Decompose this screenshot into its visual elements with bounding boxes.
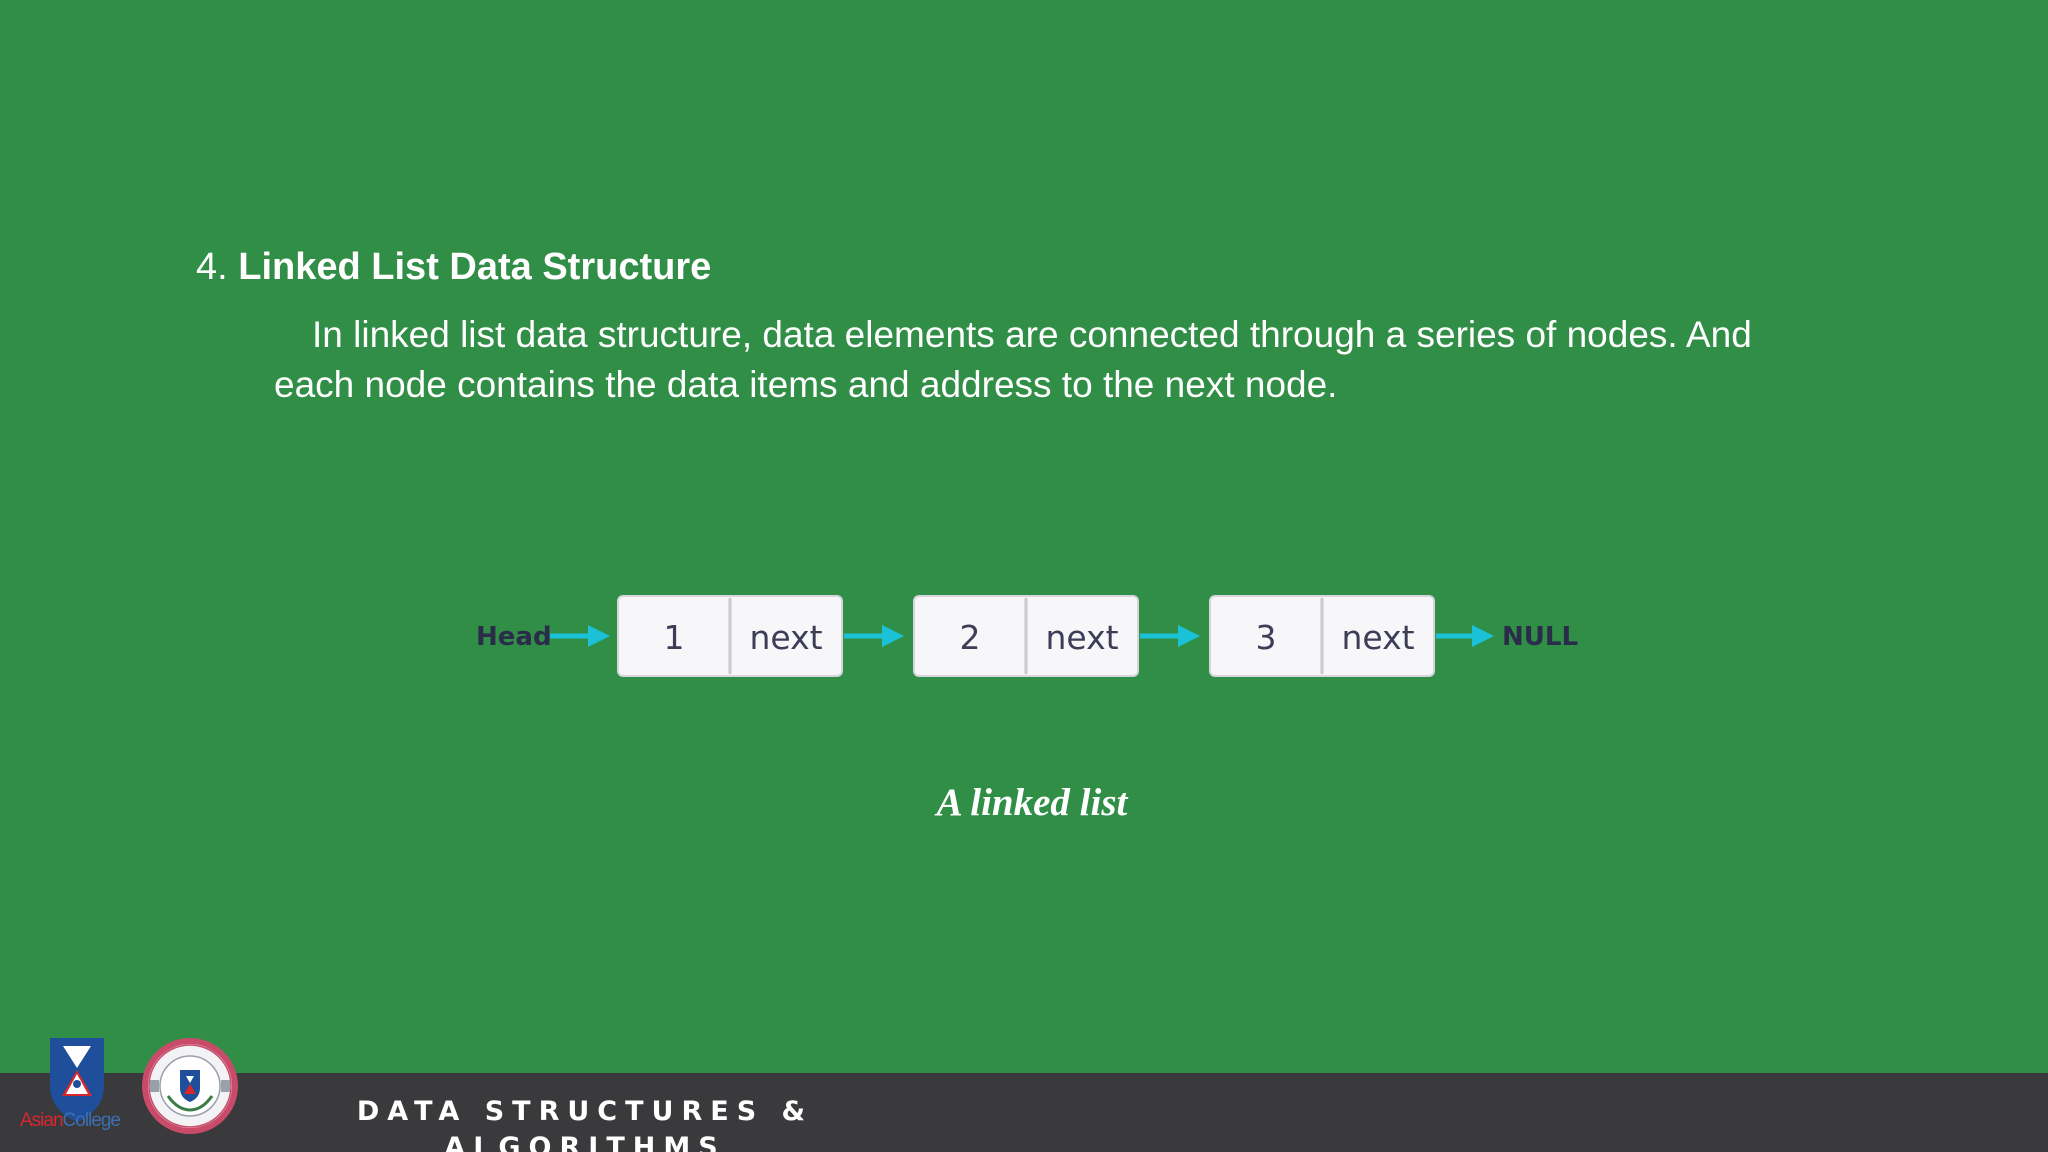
head-label: Head xyxy=(476,622,552,652)
null-arrow xyxy=(1436,625,1494,647)
node-data: 1 xyxy=(664,618,685,657)
node-next: next xyxy=(1045,618,1118,657)
heading-title: Linked List Data Structure xyxy=(238,246,712,288)
null-label: NULL xyxy=(1502,622,1578,652)
node-next: next xyxy=(749,618,822,657)
footer-bar xyxy=(0,1073,2048,1152)
wordmark-part1: Asian xyxy=(20,1110,64,1131)
list-node: 2 next xyxy=(913,595,1139,677)
node-arrow xyxy=(844,625,904,647)
node-data: 2 xyxy=(960,618,981,657)
list-node: 3 next xyxy=(1209,595,1435,677)
asian-college-wordmark: AsianCollege xyxy=(20,1110,121,1132)
slide-heading: 4. Linked List Data Structure xyxy=(196,243,711,291)
slide-description: In linked list data structure, data elem… xyxy=(274,314,1752,405)
list-node: 1 next xyxy=(617,595,843,677)
diagram-caption: A linked list xyxy=(936,781,1128,824)
asian-college-logo xyxy=(50,1038,104,1122)
wordmark-part2: College xyxy=(62,1110,121,1131)
node-arrow xyxy=(1140,625,1200,647)
senior-high-school-seal xyxy=(142,1038,238,1134)
footer-title: DATA STRUCTURES & ALGORITHMS xyxy=(356,1096,814,1152)
head-arrow xyxy=(550,625,610,647)
heading-number: 4. xyxy=(196,246,228,288)
node-next: next xyxy=(1341,618,1414,657)
node-data: 3 xyxy=(1256,618,1277,657)
